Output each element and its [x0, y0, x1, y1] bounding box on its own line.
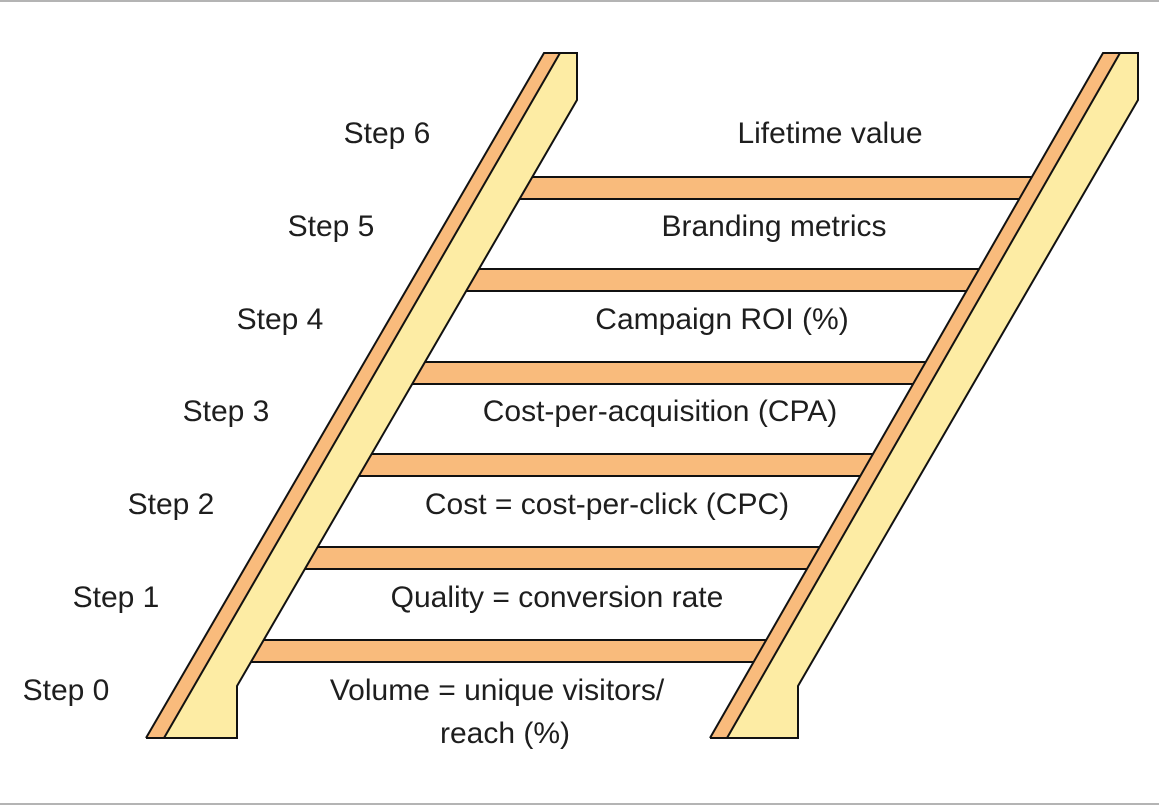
step-metric-4: Campaign ROI (%)	[595, 303, 849, 336]
ladder-rung	[392, 361, 941, 385]
ladder-rung	[284, 546, 833, 570]
step-label-4: Step 4	[236, 303, 324, 336]
step-label-5: Step 5	[287, 210, 375, 243]
left-rail	[145, 52, 578, 739]
step-metric-6: Lifetime value	[737, 117, 923, 150]
right-rail	[709, 52, 1139, 739]
step-label-2: Step 2	[127, 488, 215, 521]
step-metric-0: Volume = unique visitors/	[329, 674, 665, 707]
step-label-6: Step 6	[343, 117, 431, 150]
step-metric-2: Cost = cost-per-click (CPC)	[424, 488, 790, 521]
top-divider	[0, 0, 1159, 2]
step-metric-5: Branding metrics	[661, 210, 887, 243]
step-metric-1: Quality = conversion rate	[390, 581, 724, 614]
step-label-0: Step 0	[22, 674, 110, 707]
step-label-1: Step 1	[72, 581, 160, 614]
step-metric-3: Cost-per-acquisition (CPA)	[482, 395, 838, 428]
ladder-rung	[338, 453, 887, 477]
ladder-rung	[446, 268, 995, 292]
ladder-rung	[232, 639, 781, 663]
ladder-rung	[499, 176, 1048, 200]
bottom-divider	[0, 803, 1159, 805]
step-label-3: Step 3	[182, 395, 270, 428]
step-metric-0-line2: reach (%)	[439, 717, 571, 750]
